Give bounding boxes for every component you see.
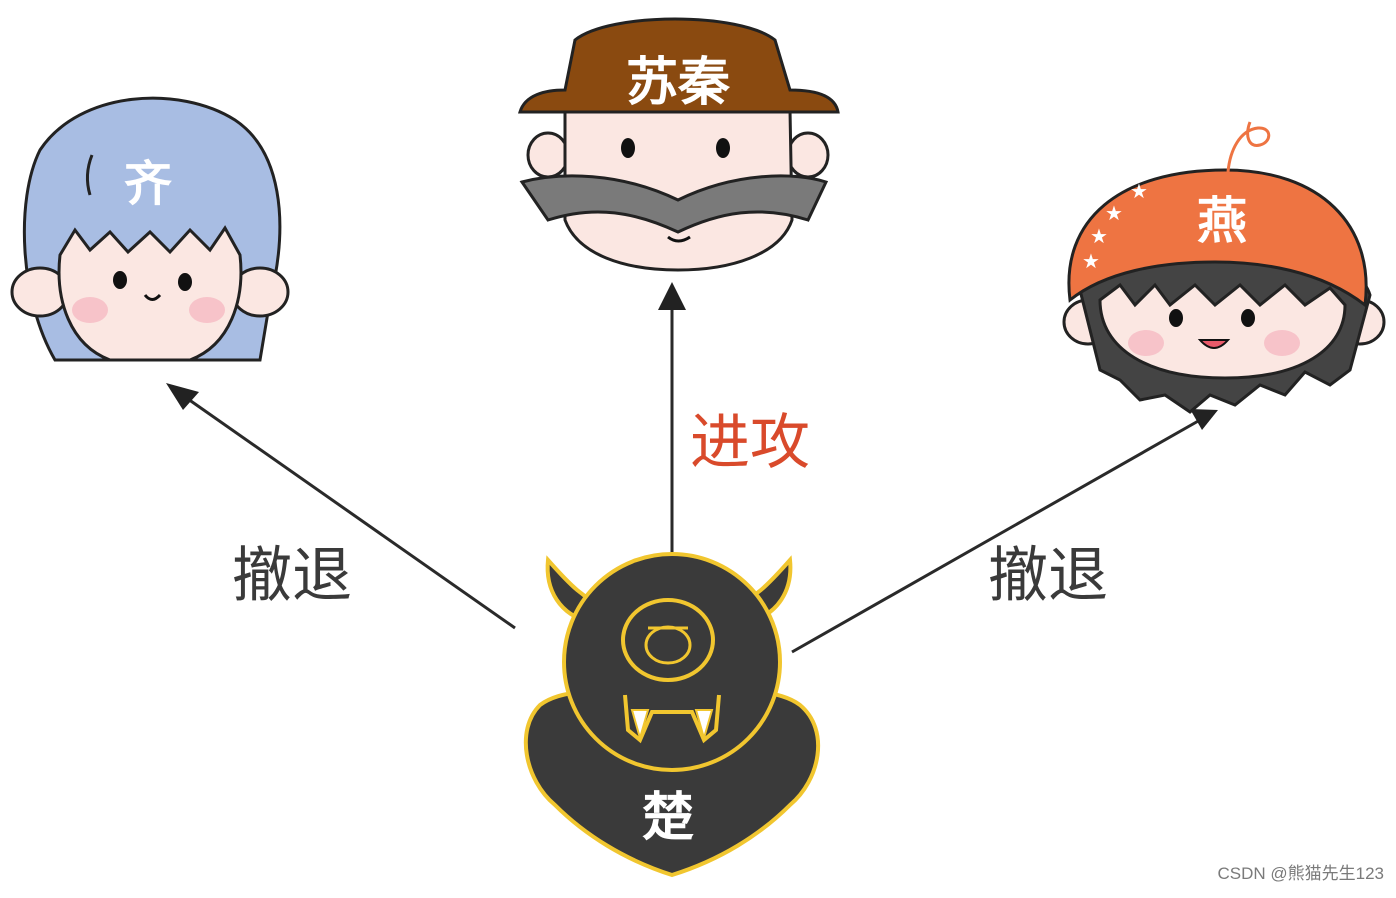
chu-label: 楚 [642,788,694,848]
qi-character: 齐 [10,96,290,362]
star-icon: ★ [1090,224,1108,248]
yan-label: 燕 [1197,192,1247,250]
edge-label-attack: 进攻 [690,408,810,478]
suqin-label: 苏秦 [626,53,731,113]
chu-character: 楚 [523,552,821,878]
qi-label: 齐 [124,156,172,212]
watermark: CSDN @熊猫先生123 [1217,864,1384,883]
star-icon: ★ [1082,249,1100,273]
arrow-to-suqin [658,282,686,565]
arrow-to-yan [791,409,1218,654]
edge-label-retreat-qi: 撤退 [232,541,352,611]
edge-label-retreat-yan: 撤退 [988,541,1108,611]
arrow-to-qi [166,383,516,630]
star-icon: ★ [1130,179,1148,203]
star-icon: ★ [1105,201,1123,225]
suqin-character: 苏秦 [517,17,840,272]
yan-character: ★ ★ ★ ★ 燕 [1062,121,1386,414]
